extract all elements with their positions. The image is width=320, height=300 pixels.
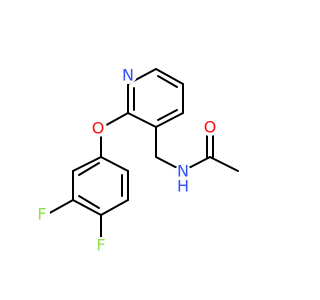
atom-label-f2: F — [93, 236, 109, 255]
svg-text:O: O — [92, 119, 105, 138]
bond-c9-f1 — [45, 199, 74, 216]
double-bond-c3-c4 — [157, 109, 178, 121]
atom-label-o2: O — [201, 118, 219, 137]
double-bond-c9-c10 — [78, 195, 100, 209]
bond-c7-c8 — [72, 156, 102, 172]
svg-text:H: H — [177, 177, 189, 196]
bond-c5-c6 — [155, 68, 184, 85]
difluorophenyl-ring — [72, 156, 129, 216]
bond-c9-c10 — [72, 199, 102, 216]
atom-label-f1: F — [34, 205, 50, 224]
svg-text:F: F — [37, 205, 46, 224]
pyridine-ring — [127, 68, 184, 128]
double-bond-c7-c8 — [78, 162, 100, 176]
atom-label-nh: N H — [173, 162, 193, 196]
bond-c13-ch3 — [209, 156, 239, 172]
svg-text:F: F — [96, 236, 105, 255]
bond-c3-c4 — [155, 112, 184, 128]
bond-c12-c7 — [100, 156, 129, 172]
atom-label-o1: O — [89, 119, 107, 138]
double-bond-c5-c6 — [157, 75, 178, 88]
molecule-structure: N O O N H F F — [34, 65, 239, 255]
bond-c10-c11 — [100, 199, 129, 216]
atom-label-n1: N — [119, 66, 137, 85]
svg-text:N: N — [177, 162, 189, 181]
svg-text:O: O — [204, 118, 217, 137]
svg-text:N: N — [122, 66, 134, 85]
bond-c2-c3 — [127, 112, 157, 128]
